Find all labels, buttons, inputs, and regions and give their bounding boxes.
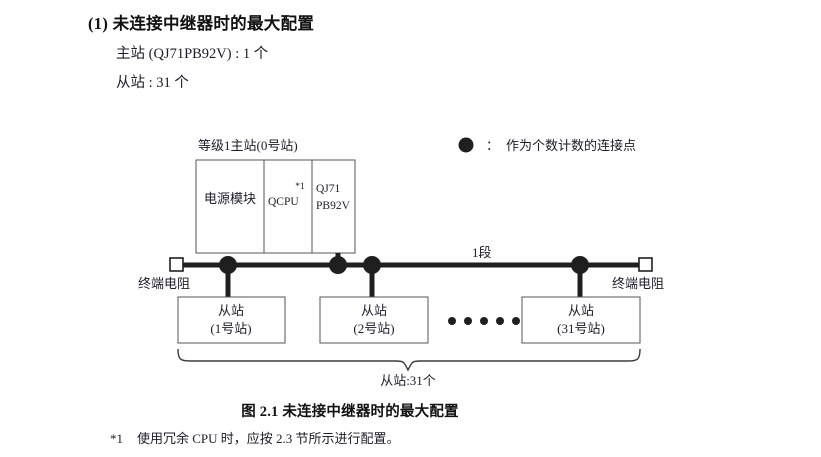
segment-label: 1段	[472, 245, 492, 260]
master-group-label: 等级1主站(0号站)	[198, 138, 298, 153]
terminator-right: 终端电阻	[612, 257, 664, 291]
slave-station-1-label-line2: (1号站)	[210, 321, 251, 336]
spec-master-count: 主站 (QJ71PB92V) : 1 个	[116, 46, 269, 62]
qcpu-module-label: QCPU	[268, 196, 299, 208]
slave-station-2-label-line1: 从站	[361, 303, 387, 318]
slave-station-2-box	[319, 296, 429, 344]
slave-count-brace-label: 从站:31个	[380, 373, 436, 388]
power-module-label: 电源模块	[204, 191, 256, 206]
slave-count-brace	[177, 348, 641, 372]
slave-station-31-label-line1: 从站	[568, 303, 594, 318]
power-module-box	[195, 159, 265, 254]
terminator-left-icon	[169, 257, 184, 272]
page-title: (1) 未连接中继器时的最大配置	[88, 14, 315, 33]
terminator-left: 终端电阻	[138, 257, 190, 291]
slave-station-1-box	[177, 296, 286, 344]
qcpu-footnote-mark: *1	[295, 182, 305, 192]
slave-station-1: 从站 (1号站)	[177, 296, 286, 344]
slave-station-2: 从站 (2号站)	[319, 296, 429, 344]
slave-station-31-label-line2: (31号站)	[557, 321, 605, 336]
terminator-right-label: 终端电阻	[612, 276, 664, 291]
footnote-text: 使用冗余 CPU 时，应按 2.3 节所示进行配置。	[137, 431, 400, 446]
terminator-right-icon	[638, 257, 653, 272]
legend-label: 作为个数计数的连接点	[506, 138, 636, 153]
figure-caption: 图 2.1 未连接中继器时的最大配置	[241, 404, 459, 420]
legend: ： 作为个数计数的连接点	[458, 137, 636, 153]
heading-block: (1) 未连接中继器时的最大配置 主站 (QJ71PB92V) : 1 个 从站…	[88, 10, 648, 92]
slave-station-1-label-line1: 从站	[218, 303, 244, 318]
legend-separator: ：	[486, 138, 499, 153]
slave-station-31-box	[521, 296, 641, 344]
network-module-label-line1: QJ71	[316, 183, 341, 195]
slave-station-2-label-line2: (2号站)	[353, 321, 394, 336]
connection-point-dot-master	[329, 256, 347, 274]
slave-station-31: 从站 (31号站)	[521, 296, 641, 344]
network-module-label-line2: PB92V	[316, 200, 351, 212]
spec-slave-count: 从站 : 31 个	[116, 75, 189, 91]
master-rack: 电源模块 QCPU *1 QJ71 PB92V	[195, 159, 356, 254]
footnote-mark: *1	[110, 431, 123, 446]
network-module-box	[311, 159, 356, 254]
qcpu-module-box	[263, 159, 313, 254]
terminator-left-label: 终端电阻	[138, 276, 190, 291]
footnote: *1 使用冗余 CPU 时，应按 2.3 节所示进行配置。	[110, 428, 400, 447]
filled-circle-icon	[458, 137, 474, 153]
